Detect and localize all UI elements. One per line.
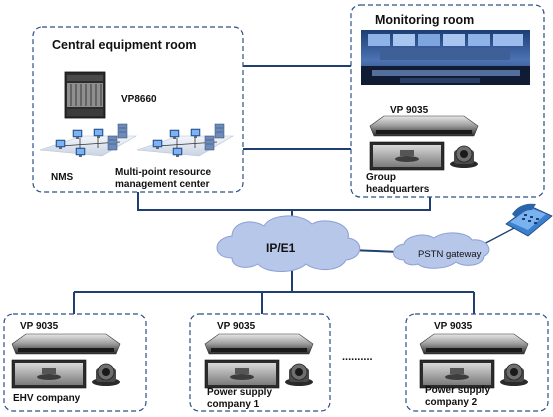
vp8660-label: VP8660 xyxy=(121,94,157,105)
nms-label: NMS xyxy=(51,172,74,183)
site-power-supply-2: VP 9035 Power supply company 2 xyxy=(405,313,549,412)
site-power-supply-1: VP 9035 Power supply company 1 xyxy=(189,313,331,412)
cloud-icon xyxy=(393,232,490,269)
ip-e1-cloud: IP/E1 xyxy=(216,215,361,272)
telephone-icon xyxy=(505,203,553,237)
pstn-gateway: PSTN gateway xyxy=(393,232,490,269)
central-equipment-room: Central equipment room VP8660 NMS Multi-… xyxy=(32,26,244,193)
group-hq-label-line1: Group xyxy=(366,172,396,183)
site-ps1-name-line2: company 1 xyxy=(207,399,260,410)
group-hq-label-line2: headquarters xyxy=(366,184,430,195)
monitoring-room: Monitoring room VP 9035 Group headquarte… xyxy=(350,4,545,198)
monitoring-room-title: Monitoring room xyxy=(375,13,474,27)
server-rack-icon xyxy=(64,71,106,119)
monitoring-terminal-label: VP 9035 xyxy=(390,105,429,116)
site-ehv-company: VP 9035 EHV company xyxy=(3,313,147,412)
link-pstn-to-phone xyxy=(479,225,519,247)
site-ps1-terminal-label: VP 9035 xyxy=(217,321,256,332)
ip-e1-label: IP/E1 xyxy=(266,241,296,255)
more-sites-ellipsis: .......... xyxy=(342,351,373,363)
site-ehv-terminal-label: VP 9035 xyxy=(20,321,59,332)
network-links xyxy=(73,65,519,314)
pstn-gateway-label: PSTN gateway xyxy=(418,249,482,260)
cloud-icon xyxy=(216,215,361,272)
link-backbone-top xyxy=(137,192,431,211)
mcu-label-line2: management center xyxy=(115,179,210,190)
central-room-title: Central equipment room xyxy=(52,38,196,52)
site-ehv-name: EHV company xyxy=(13,393,81,404)
mcu-label-line1: Multi-point resource xyxy=(115,167,212,178)
control-room-photo xyxy=(361,30,530,85)
site-ps2-name-line2: company 2 xyxy=(425,397,478,408)
site-ps2-terminal-label: VP 9035 xyxy=(434,321,473,332)
site-ps1-name-line1: Power supply xyxy=(207,387,272,398)
site-ps2-name-line1: Power supply xyxy=(425,385,490,396)
